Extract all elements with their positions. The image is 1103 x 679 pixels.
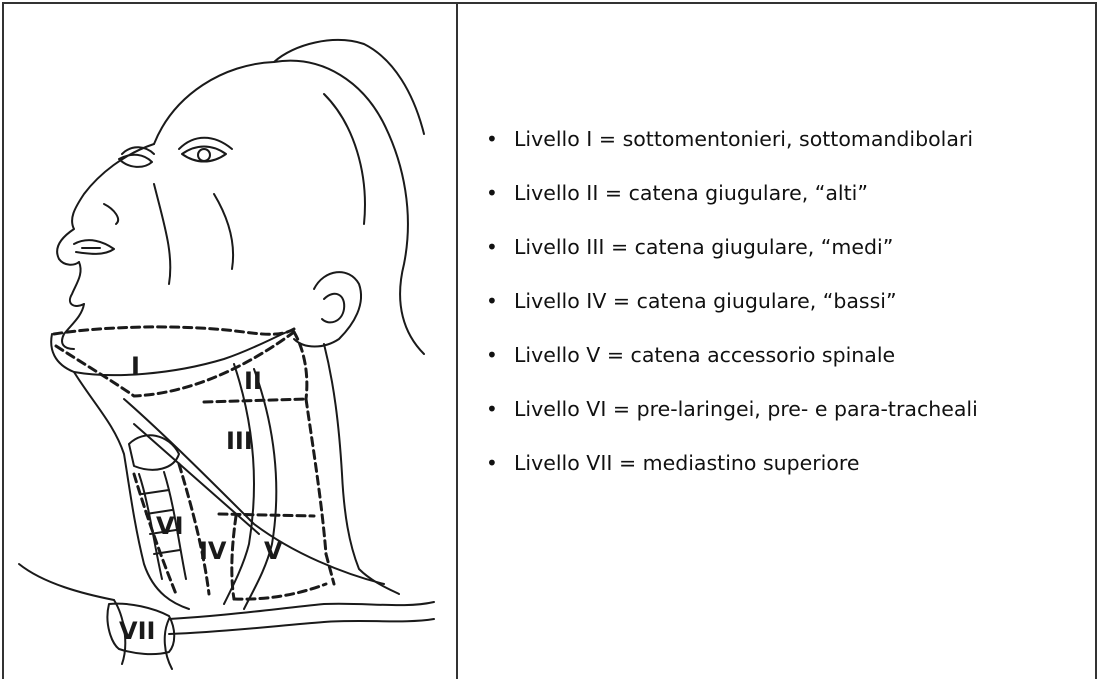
- ear: [294, 272, 361, 346]
- list-item-text: Livello V = catena accessorio spinale: [514, 343, 895, 367]
- list-item: • Livello VII = mediastino superiore: [486, 436, 978, 490]
- bullet: •: [486, 166, 498, 220]
- level-label-VI: VI: [156, 512, 184, 540]
- neck-anatomy-drawing: I II III VI IV V VII: [4, 4, 456, 679]
- level-label-IV: IV: [199, 537, 227, 565]
- iris-right: [198, 149, 210, 161]
- clavicle-left: [19, 564, 114, 600]
- cheek-line: [214, 194, 233, 269]
- level-boundary-dashed: [219, 514, 314, 516]
- level-label-VII: VII: [119, 617, 155, 645]
- eye-left: [119, 155, 152, 167]
- face-profile-lips: [70, 262, 84, 306]
- list-item: • Livello V = catena accessorio spinale: [486, 328, 978, 382]
- level-label-II: II: [244, 367, 262, 395]
- list-item: • Livello IV = catena giugulare, “bassi”: [486, 274, 978, 328]
- ear-inner: [322, 294, 344, 323]
- nostril: [104, 204, 118, 224]
- bullet: •: [486, 274, 498, 328]
- level-boundary-dashed: [204, 399, 306, 402]
- cheek-line: [154, 184, 170, 284]
- level-boundary-dashed: [326, 554, 334, 584]
- neck-lymph-node-levels-illustration: I II III VI IV V VII: [4, 4, 456, 679]
- level-label-I: I: [131, 352, 140, 380]
- hair-outline: [154, 61, 424, 354]
- bullet: •: [486, 112, 498, 166]
- level-label-III: III: [226, 427, 253, 455]
- list-item-text: Livello I = sottomentonieri, sottomandib…: [514, 127, 973, 151]
- bullet: •: [486, 328, 498, 382]
- bullet: •: [486, 382, 498, 436]
- hair-strand: [274, 40, 424, 134]
- list-item-text: Livello III = catena giugulare, “medi”: [514, 235, 893, 259]
- clavicle-right: [169, 602, 434, 619]
- level-boundary-dashed: [54, 327, 294, 334]
- list-item-text: Livello VII = mediastino superiore: [514, 451, 860, 475]
- level-boundary-dashed: [232, 516, 236, 599]
- clavicle-right-lower: [169, 619, 434, 634]
- level-label-V: V: [264, 537, 283, 565]
- list-item-text: Livello II = catena giugulare, “alti”: [514, 181, 868, 205]
- list-item-text: Livello VI = pre-laringei, pre- e para-t…: [514, 397, 978, 421]
- sternum-edge: [165, 619, 172, 669]
- list-item: • Livello II = catena giugulare, “alti”: [486, 166, 978, 220]
- level-boundary-dashed: [306, 399, 326, 554]
- list-item: • Livello III = catena giugulare, “medi”: [486, 220, 978, 274]
- neck-back-contour: [324, 344, 399, 594]
- levels-list: • Livello I = sottomentonieri, sottomandi…: [486, 112, 978, 490]
- bullet: •: [486, 220, 498, 274]
- list-item: • Livello VI = pre-laringei, pre- e para-…: [486, 382, 978, 436]
- neck-front-contour: [74, 372, 189, 609]
- bullet: •: [486, 436, 498, 490]
- list-item-text: Livello IV = catena giugulare, “bassi”: [514, 289, 897, 313]
- hair-strand: [324, 94, 365, 224]
- face-profile-chin: [62, 304, 84, 349]
- level-boundary-dashed: [294, 332, 307, 399]
- list-item: • Livello I = sottomentonieri, sottomandi…: [486, 112, 978, 166]
- tracheal-ring: [142, 490, 169, 494]
- column-divider: [456, 2, 458, 679]
- level-boundary-dashed: [234, 584, 326, 599]
- sternocleidomastoid-muscle: [244, 369, 276, 609]
